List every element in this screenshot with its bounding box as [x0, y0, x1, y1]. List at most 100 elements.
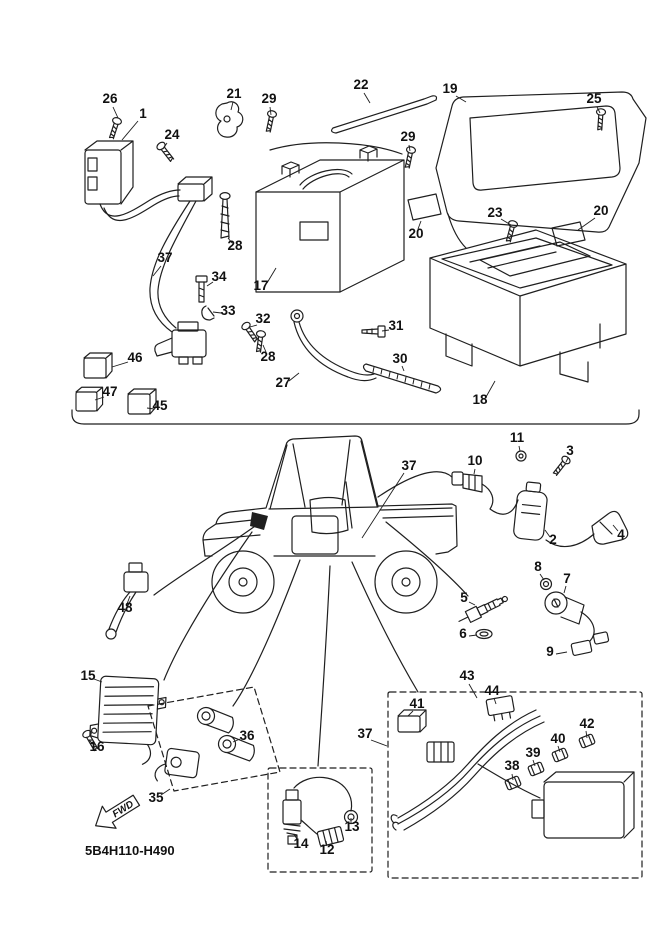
callout-10[interactable]: 10: [467, 453, 482, 468]
leader-line-5: [468, 601, 476, 606]
callout-28[interactable]: 28: [260, 349, 276, 364]
callout-19[interactable]: 19: [442, 81, 457, 96]
terminal-36b: [217, 734, 255, 762]
callout-26[interactable]: 26: [102, 91, 118, 106]
leader-line-48: [126, 595, 131, 605]
callout-34[interactable]: 34: [211, 269, 227, 284]
spark-plug-5: [458, 595, 508, 623]
callout-48[interactable]: 48: [117, 600, 133, 615]
battery-17: [255, 142, 405, 293]
section-divider: [71, 409, 640, 425]
callout-47[interactable]: 47: [102, 384, 117, 399]
leader-line-34: [206, 281, 214, 287]
callout-23[interactable]: 23: [487, 205, 503, 220]
leader-line-9: [555, 651, 568, 655]
clip-33: [201, 305, 215, 321]
callout-21[interactable]: 21: [226, 86, 242, 101]
leader-line-20: [577, 217, 596, 231]
plug-wire: [545, 533, 595, 548]
screw-3: [550, 454, 573, 478]
callout-3[interactable]: 3: [566, 443, 574, 458]
callout-45[interactable]: 45: [152, 398, 168, 413]
callout-36[interactable]: 36: [239, 728, 255, 743]
pad-20-right: [551, 221, 586, 247]
callout-42[interactable]: 42: [579, 716, 594, 731]
leader-line-35: [160, 788, 171, 796]
main-switch-7: [544, 591, 610, 656]
callout-24[interactable]: 24: [164, 127, 180, 142]
fuse-39: [527, 761, 545, 777]
leader-line-47: [94, 396, 105, 401]
leader-line-29: [408, 144, 411, 152]
callout-44[interactable]: 44: [484, 683, 500, 698]
leader-line-41: [407, 710, 414, 717]
callout-20[interactable]: 20: [593, 203, 608, 218]
callout-41[interactable]: 41: [409, 696, 425, 711]
screw-25: [594, 107, 607, 131]
callout-6[interactable]: 6: [459, 626, 467, 641]
connector-41: [397, 709, 455, 763]
callout-2[interactable]: 2: [549, 532, 557, 547]
callout-7[interactable]: 7: [563, 571, 571, 586]
callout-28[interactable]: 28: [227, 238, 243, 253]
callout-22[interactable]: 22: [353, 77, 368, 92]
callout-35[interactable]: 35: [148, 790, 164, 805]
callout-12[interactable]: 12: [319, 842, 334, 857]
callout-16[interactable]: 16: [89, 739, 105, 754]
leader-line-31: [381, 329, 390, 332]
callout-37[interactable]: 37: [357, 726, 372, 741]
bracket-21: [215, 101, 244, 138]
callout-4[interactable]: 4: [617, 527, 625, 542]
callout-17[interactable]: 17: [253, 278, 268, 293]
plug-cap-4: [591, 510, 629, 545]
battery-cable-27: [290, 309, 377, 382]
vehicle: [202, 435, 458, 614]
harness-connector: [149, 176, 213, 333]
callout-15[interactable]: 15: [80, 668, 96, 683]
bolt-31: [361, 325, 386, 338]
callout-39[interactable]: 39: [525, 745, 540, 760]
leader-line-11: [518, 445, 521, 452]
callout-9[interactable]: 9: [546, 644, 554, 659]
callout-40[interactable]: 40: [550, 731, 565, 746]
screw-24: [154, 140, 177, 164]
callout-31[interactable]: 31: [388, 318, 404, 333]
cover-panel-19: [435, 91, 647, 249]
callout-33[interactable]: 33: [220, 303, 236, 318]
leader-line-14: [293, 833, 299, 842]
leader-line-43: [468, 683, 478, 699]
leader-line-44: [493, 697, 497, 705]
callout-27[interactable]: 27: [275, 375, 290, 390]
callout-13[interactable]: 13: [344, 819, 360, 834]
callout-8[interactable]: 8: [534, 559, 542, 574]
callout-11[interactable]: 11: [510, 430, 525, 445]
callout-37[interactable]: 37: [401, 458, 416, 473]
callout-30[interactable]: 30: [392, 351, 407, 366]
callout-14[interactable]: 14: [293, 836, 309, 851]
callout-37[interactable]: 37: [157, 250, 172, 265]
leader-line-20: [417, 220, 422, 230]
pad-20-left: [407, 193, 442, 221]
terminal-36a: [196, 706, 234, 734]
callout-46[interactable]: 46: [127, 350, 143, 365]
callout-25[interactable]: 25: [586, 91, 602, 106]
leader-line-38: [511, 773, 514, 781]
fuse-40: [551, 747, 569, 763]
callout-5[interactable]: 5: [460, 590, 468, 605]
callout-29[interactable]: 29: [400, 129, 415, 144]
callout-18[interactable]: 18: [472, 392, 488, 407]
drawing-code: 5B4H110-H490: [85, 843, 175, 858]
callout-32[interactable]: 32: [255, 311, 270, 326]
leader-line-26: [112, 106, 119, 119]
callout-1[interactable]: 1: [139, 106, 147, 121]
cdi-box: [531, 771, 635, 839]
callout-20[interactable]: 20: [408, 226, 423, 241]
callout-43[interactable]: 43: [459, 668, 475, 683]
callout-29[interactable]: 29: [261, 91, 276, 106]
leader-line-24: [162, 142, 168, 150]
leader-line-7: [563, 585, 567, 594]
battery-strap-22: [330, 95, 438, 134]
callout-38[interactable]: 38: [504, 758, 520, 773]
gasket-6: [475, 628, 493, 640]
ignition-coil-2: [513, 481, 548, 541]
